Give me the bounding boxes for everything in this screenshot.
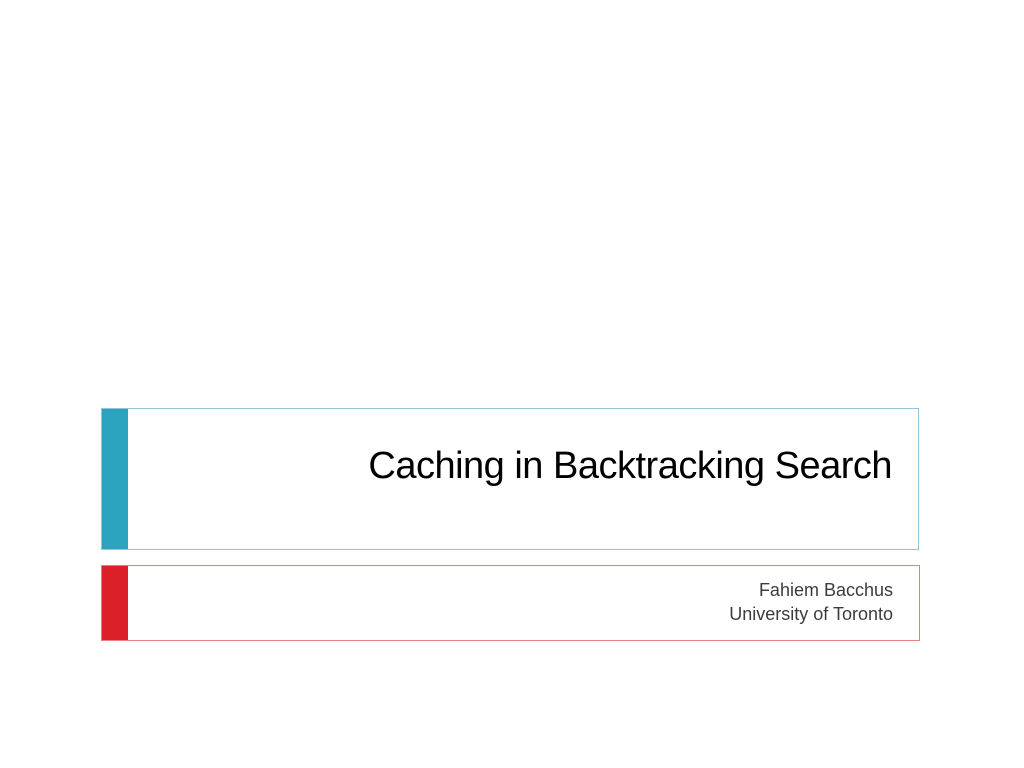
title-box: Caching in Backtracking Search bbox=[101, 408, 919, 550]
subtitle-accent-bar bbox=[102, 566, 128, 640]
slide-title: Caching in Backtracking Search bbox=[368, 445, 892, 487]
subtitle: Fahiem Bacchus University of Toronto bbox=[729, 578, 893, 626]
title-accent-bar bbox=[102, 409, 128, 549]
author-affiliation: University of Toronto bbox=[729, 604, 893, 624]
author-name: Fahiem Bacchus bbox=[758, 580, 893, 600]
subtitle-box: Fahiem Bacchus University of Toronto bbox=[101, 565, 920, 641]
